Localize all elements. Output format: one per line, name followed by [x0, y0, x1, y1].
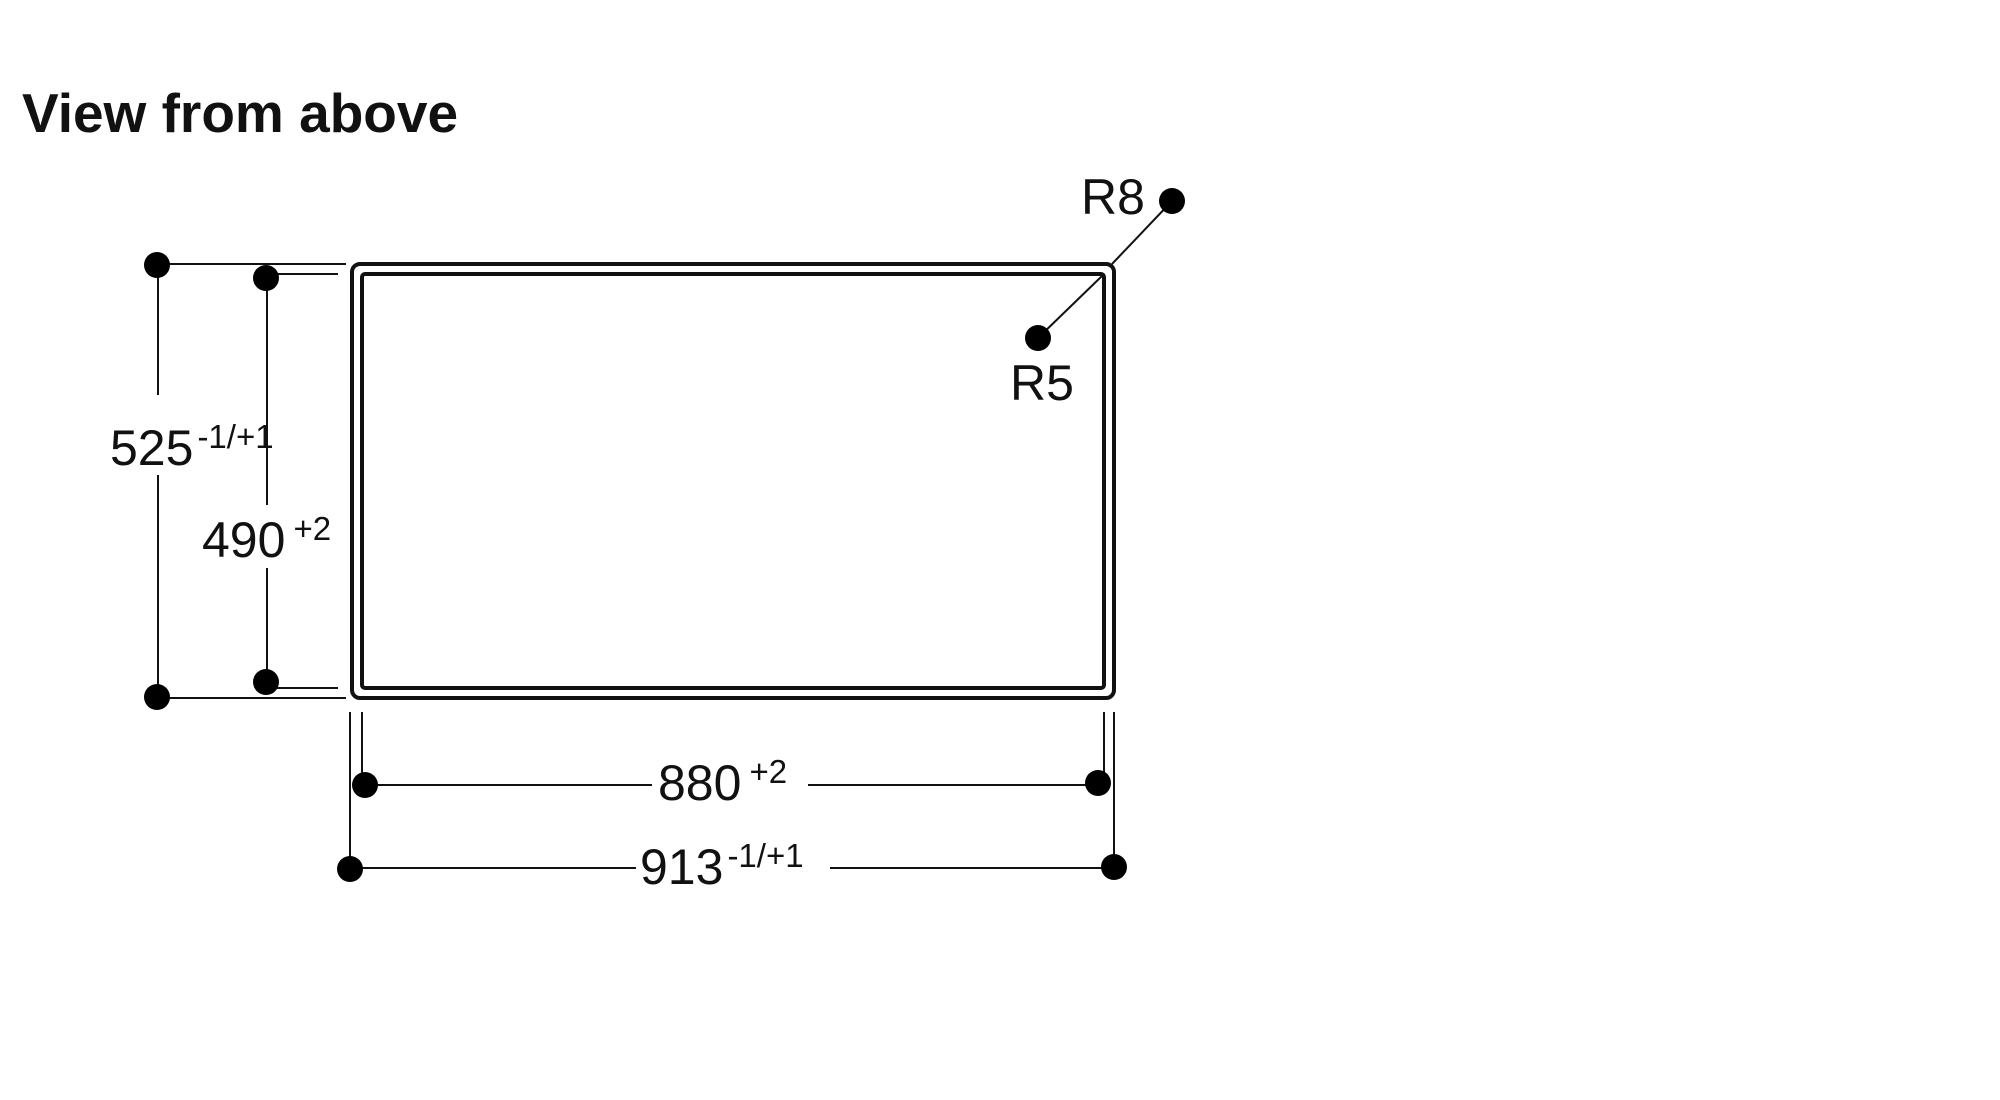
- inner-radius-leader: [1037, 275, 1103, 339]
- inner-radius-label: R5: [1010, 355, 1074, 411]
- inner-width-dot-right: [1085, 770, 1111, 796]
- inner-depth-label: 490+2: [202, 510, 331, 568]
- outer-depth-dot-top: [144, 252, 170, 278]
- diagram-title: View from above: [22, 82, 458, 144]
- outer-radius-callout: R8: [1081, 169, 1185, 265]
- inner-width-label: 880+2: [658, 753, 787, 811]
- outer-width-dot-right: [1101, 854, 1127, 880]
- outer-radius-dot: [1159, 188, 1185, 214]
- outer-depth-dimension: 525-1/+1: [110, 252, 346, 710]
- outer-width-label: 913-1/+1: [640, 837, 804, 895]
- inner-radius-callout: R5: [1010, 275, 1103, 411]
- outer-width-dimension: 913-1/+1: [337, 712, 1127, 895]
- outer-depth-label: 525-1/+1: [110, 418, 274, 476]
- outer-width-dot-left: [337, 856, 363, 882]
- inner-depth-dot-top: [253, 265, 279, 291]
- outer-radius-leader: [1111, 200, 1173, 265]
- outer-radius-label: R8: [1081, 169, 1145, 225]
- outer-depth-dot-bottom: [144, 684, 170, 710]
- inner-depth-dot-bottom: [253, 669, 279, 695]
- inner-depth-dimension: 490+2: [202, 265, 338, 695]
- inner-frame-outline: [360, 272, 1106, 690]
- inner-width-dot-left: [352, 772, 378, 798]
- inner-width-dimension: 880+2: [352, 712, 1111, 811]
- inner-radius-dot: [1025, 325, 1051, 351]
- outer-frame-outline: [350, 262, 1116, 700]
